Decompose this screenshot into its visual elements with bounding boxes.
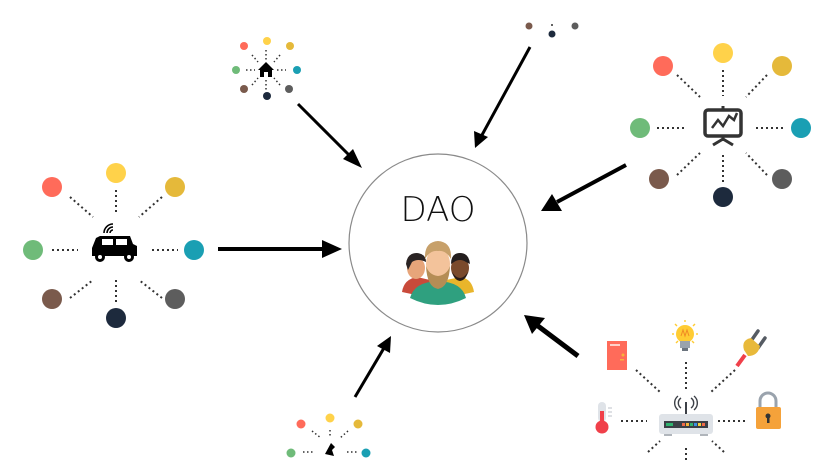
dao-node [348,153,528,333]
arrowhead-icon [524,315,545,334]
arrowhead-icon [377,336,391,353]
arrowhead-icon [343,149,362,168]
node-dot [42,289,62,309]
node-dot [165,289,185,309]
node-dot [165,177,185,197]
arrowhead-icon [541,194,562,211]
cluster-house [232,37,301,100]
connected-car-icon [92,223,137,262]
arrow-bottom-to-dao [353,347,386,398]
cluster-iot-router [595,320,781,460]
cluster-car [23,163,204,328]
arrowhead-icon [322,240,342,258]
home-icon [258,62,274,77]
door-icon [607,341,627,370]
people-group-icon [402,241,474,305]
thermometer-icon [595,402,612,434]
arrow-house-to-dao [296,102,354,160]
node-dot [106,308,126,328]
presentation-chart-icon [703,106,743,147]
cluster-bottom-partial [286,413,371,458]
dao-label: DAO [400,190,476,230]
node-dot [23,240,43,260]
arrowhead-icon [474,131,488,148]
cluster-top-partial [525,22,579,38]
node-dot [42,177,62,197]
node-dot [106,163,126,183]
arrows [218,46,627,398]
padlock-icon [756,391,781,429]
node-dot [184,240,204,260]
tool-icon [325,443,335,456]
arrow-analytics-to-dao [556,163,627,204]
plug-icon [735,329,767,368]
wifi-router-icon [659,395,713,436]
cluster-analytics [630,43,811,207]
arrow-iot-to-dao [536,324,580,358]
light-bulb-icon [672,320,698,351]
arrow-top-to-dao [480,46,532,136]
